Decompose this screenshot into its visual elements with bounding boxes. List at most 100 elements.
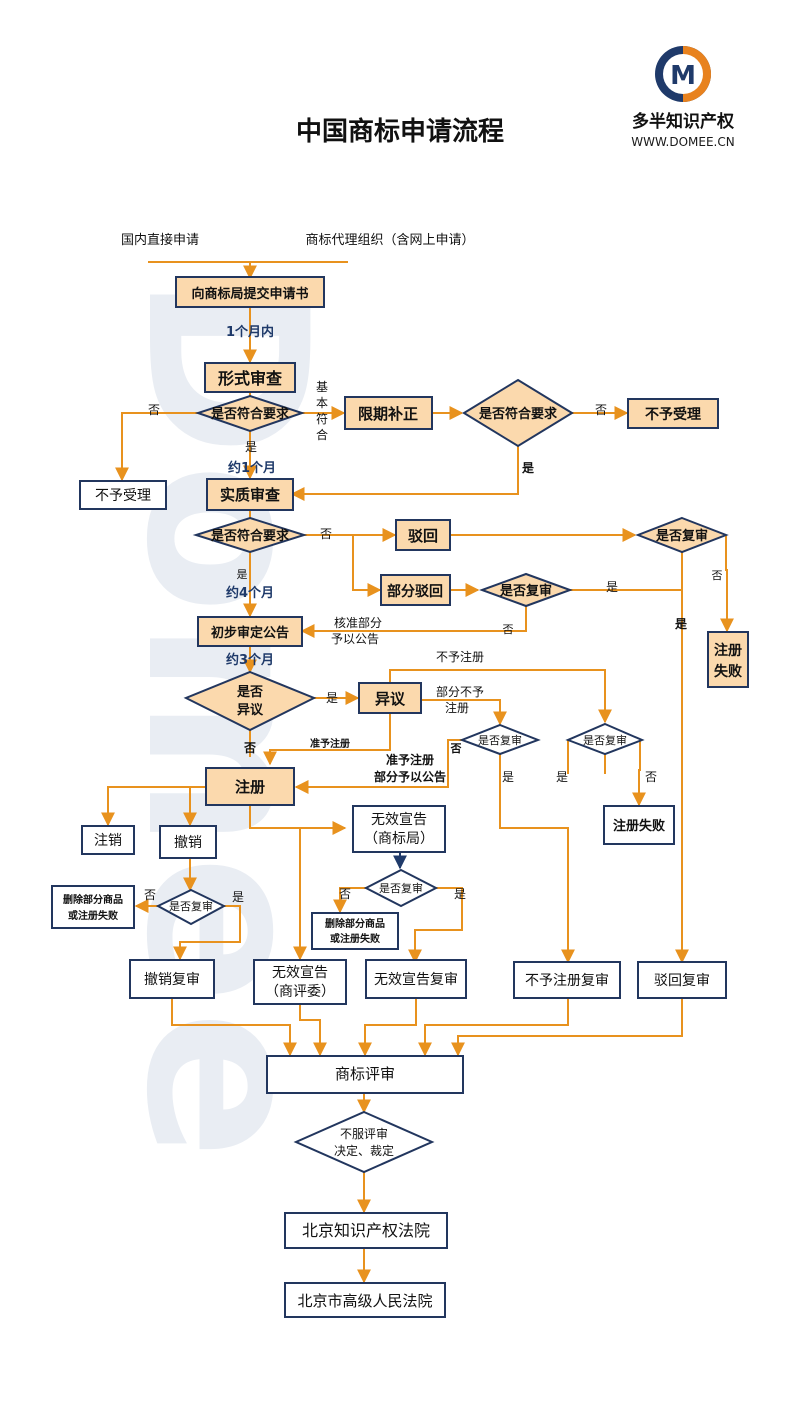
delete-goods-text-left-a: 删除部分商品 xyxy=(63,893,123,906)
label-basic-1: 基 xyxy=(316,380,328,394)
partial-reject-box xyxy=(380,574,451,606)
meets-requirement-diamond-1 xyxy=(194,394,306,433)
label-yes-8: 是 xyxy=(556,770,568,784)
revocation-review-text: 撤销复审 xyxy=(144,971,200,988)
review-question-diamond-4 xyxy=(565,722,645,756)
review-question-diamond-2 xyxy=(479,572,573,608)
objection-box xyxy=(358,682,422,714)
label-no-10: 否 xyxy=(339,887,351,901)
review-question-text-5: 是否复审 xyxy=(379,881,423,895)
substantive-review-text: 实质审查 xyxy=(220,486,281,504)
page-title: 中国商标申请流程 xyxy=(296,116,504,147)
correction-box xyxy=(344,396,433,430)
label-no-5: 否 xyxy=(503,623,514,636)
review-question-text-6: 是否复审 xyxy=(169,899,213,913)
delete-goods-text-mid-b: 或注册失败 xyxy=(330,932,380,945)
invalidation-review-text: 无效宣告复审 xyxy=(374,971,458,988)
label-approve-partial-a: 核准部分 xyxy=(334,615,382,630)
partial-reject-text: 部分驳回 xyxy=(387,583,443,600)
revocation-review-box xyxy=(129,959,215,999)
label-approve-partial-b: 予以公告 xyxy=(331,632,379,646)
registration-fail-box-2 xyxy=(603,805,675,845)
connector-lines xyxy=(101,261,734,1284)
brand-name: 多半知识产权 xyxy=(632,111,735,132)
high-court-box xyxy=(284,1282,446,1318)
review-question-text-2: 是否复审 xyxy=(499,583,552,599)
reject-box xyxy=(395,519,451,551)
registration-fail-text-1b: 失败 xyxy=(714,663,743,680)
objection-question-diamond xyxy=(183,670,317,732)
review-question-text-1: 是否复审 xyxy=(655,528,708,544)
objection-question-text-a: 是否 xyxy=(236,685,263,700)
cancellation-box xyxy=(81,825,135,855)
label-partial-refuse-b: 注册 xyxy=(445,700,469,715)
label-yes-5: 是 xyxy=(674,617,688,631)
invalidation-board-text-a: 无效宣告 xyxy=(272,965,328,981)
formal-review-text: 形式审查 xyxy=(218,369,282,388)
label-yes-6: 是 xyxy=(326,691,338,705)
reject-review-box xyxy=(637,961,727,999)
dissatisfied-decision-text-b: 决定、裁定 xyxy=(334,1143,394,1158)
label-yes-4: 是 xyxy=(606,580,618,594)
substantive-review-box xyxy=(206,478,294,511)
label-yes-7: 是 xyxy=(502,770,514,784)
invalidation-bureau-box xyxy=(352,805,446,853)
not-accepted-box-left xyxy=(79,480,167,510)
delete-goods-box-left xyxy=(51,885,135,929)
delete-goods-box-mid xyxy=(311,912,399,950)
label-no-6: 否 xyxy=(243,741,256,755)
meets-requirement-diamond-3 xyxy=(192,516,308,554)
formal-review-box xyxy=(204,362,296,393)
ip-court-text: 北京知识产权法院 xyxy=(302,1221,430,1240)
cancellation-text: 注销 xyxy=(94,833,122,849)
meets-requirement-text-2: 是否符合要求 xyxy=(478,406,558,422)
registration-fail-box-1 xyxy=(707,631,749,688)
submit-application-box xyxy=(175,276,325,308)
not-accepted-text-right: 不予受理 xyxy=(645,406,701,423)
review-question-text-3: 是否复审 xyxy=(478,733,522,747)
agent-application-label: 商标代理组织（含网上申请） xyxy=(305,232,474,248)
invalidation-bureau-text-b: （商标局） xyxy=(364,831,434,847)
objection-question-text-b: 异议 xyxy=(237,702,264,718)
correction-text: 限期补正 xyxy=(358,405,418,423)
label-yes-3: 是 xyxy=(237,568,248,581)
direct-application-label: 国内直接申请 xyxy=(121,232,199,248)
label-basic-3: 符 xyxy=(316,411,328,426)
meets-requirement-text-1: 是否符合要求 xyxy=(210,406,290,422)
invalidation-review-box xyxy=(365,959,467,999)
label-grant-reg-2: 准予注册 xyxy=(386,752,434,767)
label-basic-2: 本 xyxy=(316,396,328,410)
not-accepted-box-right xyxy=(627,398,719,429)
dissatisfied-decision-diamond xyxy=(293,1110,435,1174)
label-yes-2: 是 xyxy=(521,461,535,475)
review-question-text-4: 是否复审 xyxy=(583,733,627,747)
label-refuse-reg: 不予注册 xyxy=(436,649,484,664)
delete-goods-text-mid-a: 删除部分商品 xyxy=(325,917,385,930)
delete-goods-text-left-b: 或注册失败 xyxy=(68,909,118,922)
dissatisfied-decision-text-a: 不服评审 xyxy=(340,1126,388,1141)
label-no-1: 否 xyxy=(148,403,160,417)
label-about-1-month: 约1个月 xyxy=(228,460,276,476)
registration-box xyxy=(205,767,295,806)
high-court-text: 北京市高级人民法院 xyxy=(297,1292,432,1310)
review-question-diamond-1 xyxy=(635,516,729,554)
label-no-3: 否 xyxy=(320,527,332,541)
invalidation-board-text-b: （商评委） xyxy=(265,984,335,1000)
registration-text: 注册 xyxy=(235,778,265,796)
label-basic-4: 合 xyxy=(316,427,328,442)
label-no-9: 否 xyxy=(144,888,156,902)
review-question-diamond-5 xyxy=(363,868,439,908)
submit-application-text: 向商标局提交申请书 xyxy=(191,286,308,302)
refuse-registration-review-box xyxy=(513,961,621,999)
label-no-7: 否 xyxy=(450,742,462,755)
trademark-tribunal-box xyxy=(266,1055,464,1094)
trademark-tribunal-text: 商标评审 xyxy=(335,1065,395,1083)
review-question-diamond-3 xyxy=(459,723,541,756)
meets-requirement-text-3: 是否符合要求 xyxy=(210,528,290,544)
svg-text:M: M xyxy=(670,61,696,91)
reject-text: 驳回 xyxy=(408,527,438,545)
label-no-8: 否 xyxy=(645,770,657,784)
invalidation-board-box xyxy=(253,959,347,1005)
label-about-3-months: 约3个月 xyxy=(226,652,274,668)
